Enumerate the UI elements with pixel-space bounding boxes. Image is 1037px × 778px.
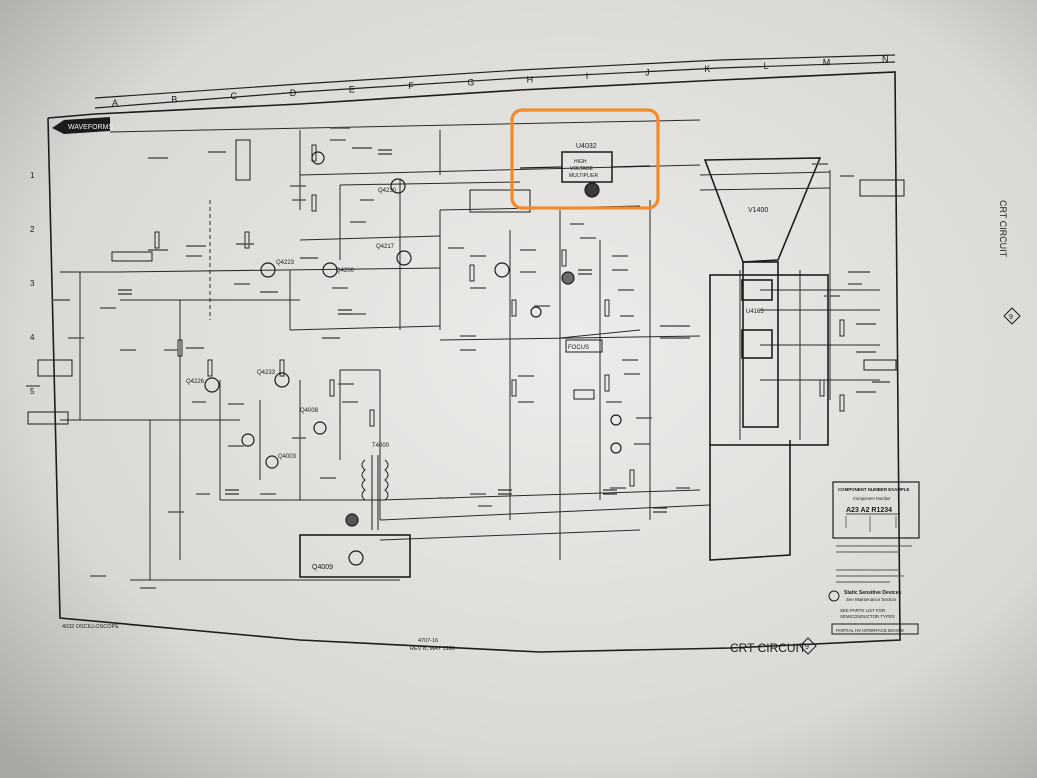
column-letter: L: [764, 61, 769, 71]
schematic-wiring: [60, 119, 880, 581]
label-focus: FOCUS: [568, 345, 589, 351]
resistors: [154, 144, 845, 487]
side-title-group: CRT CIRCUIT: [998, 200, 1008, 258]
column-letter: H: [527, 74, 534, 84]
transistors: [204, 151, 622, 566]
multiplier-text-1: HIGH: [574, 159, 587, 165]
crt-tube: [703, 157, 829, 561]
row-number: 1: [30, 171, 35, 180]
label-t4000: T4000: [372, 443, 390, 449]
label-q4003: Q4003: [278, 454, 297, 460]
crt-ref: V1400: [748, 207, 768, 214]
side-title: CRT CIRCUIT: [998, 200, 1008, 258]
small-print-marks: [26, 127, 890, 589]
legend-title: COMPONENT NUMBER EXAMPLE: [838, 487, 910, 492]
bottom-center-caption-2: REV B, MAY 1980: [410, 646, 455, 652]
column-letter: F: [408, 81, 414, 91]
label-q4226: Q4226: [186, 379, 205, 385]
u4032-multiplier: HIGH VOLTAGE MULTIPLIER U4032: [519, 143, 651, 183]
transformer: [299, 455, 411, 578]
column-letter: B: [171, 95, 177, 105]
bottom-left-caption: 4032 OSCILLOSCOPE: [62, 624, 119, 630]
component-labels: Q4223 Q4230 Q4217 Q4200 Q4226 Q4233 Q400…: [186, 188, 764, 571]
legend-board: PARTIAL HV INTERFACE BOARD: [836, 628, 904, 633]
u4032-ref: U4032: [576, 143, 597, 150]
label-q4217: Q4217: [376, 244, 395, 250]
bottom-badge: 9: [799, 637, 817, 655]
bottom-badge-number: 9: [805, 644, 809, 651]
legend-static-2: See Maintenance Section: [846, 597, 897, 602]
column-letter: E: [349, 85, 355, 95]
legend-parts-2: SEMICONDUCTOR TYPES: [840, 614, 895, 619]
legend-box: COMPONENT NUMBER EXAMPLE Component Numbe…: [828, 481, 920, 635]
waveforms-tag: WAVEFORMS: [52, 117, 113, 134]
column-letter: C: [231, 91, 238, 101]
row-numbers: 1 2 3 4 5: [30, 171, 35, 396]
column-letter: K: [704, 64, 710, 74]
column-letter: G: [467, 78, 474, 88]
label-q4233: Q4233: [257, 370, 276, 376]
column-letter: D: [290, 88, 297, 98]
side-badge-number: 9: [1009, 314, 1013, 321]
row-number: 5: [30, 387, 35, 396]
bottom-center-caption-1: 4707-16: [418, 638, 438, 644]
label-q4230: Q4230: [378, 188, 397, 194]
column-letter: I: [586, 71, 589, 81]
row-number: 3: [30, 279, 35, 288]
label-q4223: Q4223: [276, 260, 295, 266]
side-badge: 9: [1003, 307, 1021, 325]
multiplier-text-3: MULTIPLIER: [569, 173, 598, 179]
column-letter: A: [112, 98, 118, 108]
multiplier-text-2: VOLTAGE: [570, 166, 594, 172]
legend-sub: Component Number: [853, 496, 891, 501]
label-q4008: Q4008: [300, 408, 319, 414]
waveforms-label: WAVEFORMS: [68, 124, 113, 131]
column-letters: A B C D E F G H I J K L M N: [112, 54, 889, 108]
legend-example: A23 A2 R1234: [846, 507, 892, 514]
legend-static-1: Static Sensitive Devices: [844, 590, 901, 596]
column-letter: J: [645, 68, 650, 78]
legend-parts-1: SEE PARTS LIST FOR: [840, 608, 885, 613]
column-letter-band: [94, 54, 896, 109]
row-number: 2: [30, 225, 35, 234]
capacitors: [118, 149, 667, 513]
label-q4200: Q4200: [336, 268, 355, 274]
schematic-frame: [47, 71, 901, 653]
bottom-title: CRT CIRCUIT: [730, 641, 807, 655]
column-letter: N: [882, 54, 889, 64]
row-number: 4: [30, 333, 35, 342]
label-u4165: U4165: [746, 309, 764, 315]
highlight-rectangle: [510, 108, 660, 210]
label-q4009: Q4009: [312, 564, 333, 571]
column-letter: M: [823, 57, 831, 67]
left-labels-boxes: [27, 139, 905, 425]
